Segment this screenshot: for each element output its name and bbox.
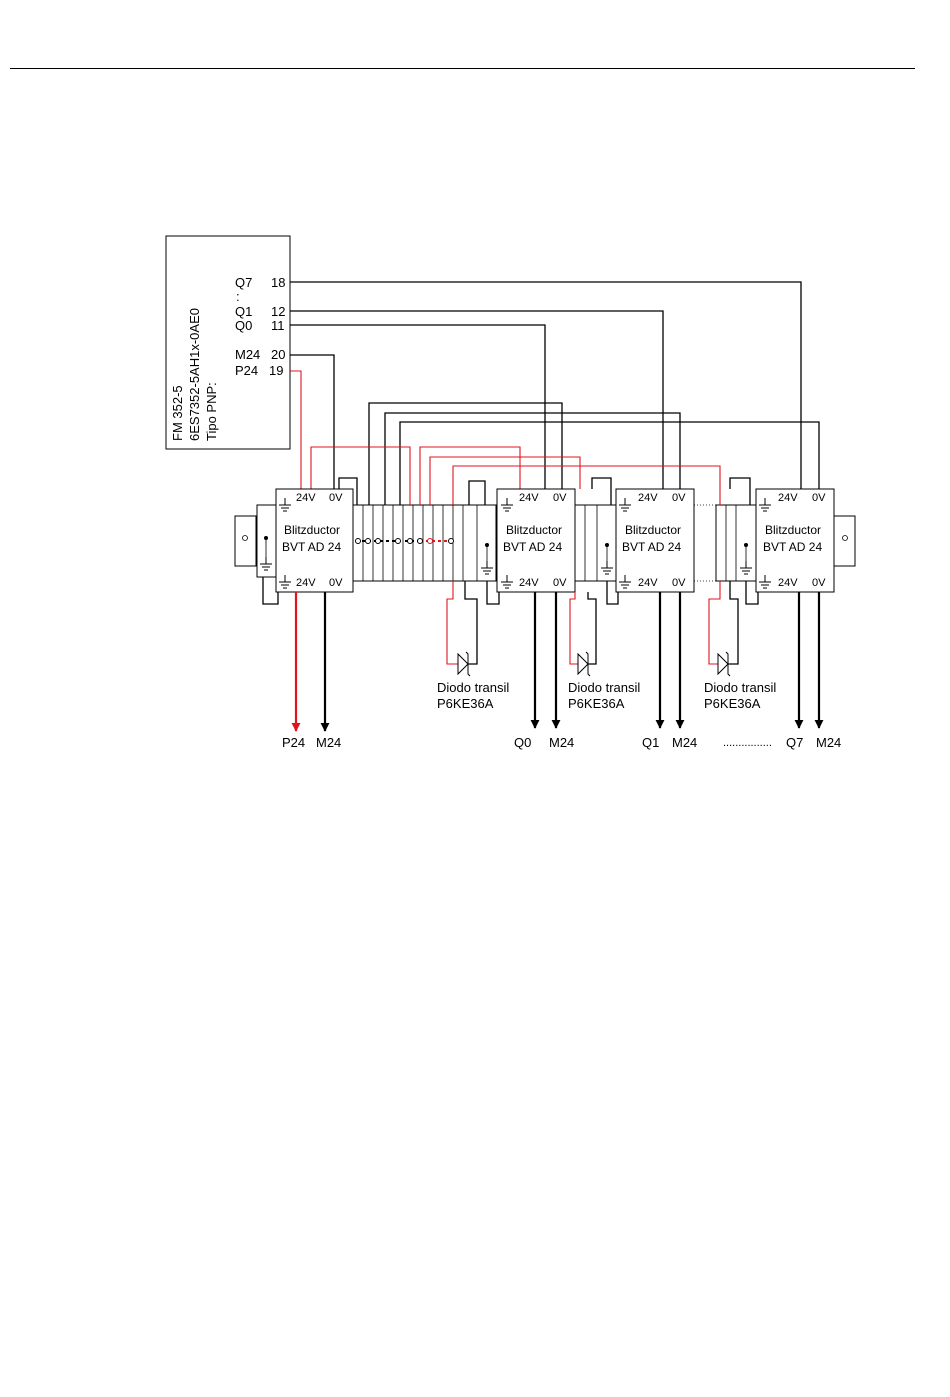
ellipsis: ................ [723,737,772,749]
pin-p24-name: P24 [235,363,258,378]
earth-terminal-left [256,504,277,578]
terminal-24v-bottom: 24V [519,577,539,589]
unit-type: BVT AD 24 [503,540,562,554]
module-order-number: 6ES7352-5AH1x-0AE0 [187,308,202,441]
din-rail [234,504,856,582]
diode-part: P6KE36A [568,696,625,711]
screw-icon [242,535,248,541]
blitzductor-unit-4: 24V 0V Blitzductor BVT AD 24 24V 0V [755,488,835,593]
output-labels: P24 M24 Q0 M24 Q1 M24 ................ Q… [282,735,841,750]
unit-type: BVT AD 24 [622,540,681,554]
terminal-24v-bottom: 24V [638,577,658,589]
diode-label: Diodo transil [568,680,640,695]
screw-icon [842,535,848,541]
label-m24: M24 [672,735,697,750]
terminal-0v-bottom: 0V [329,577,343,589]
module-type: Tipo PNP: [204,382,219,441]
blitzductor-unit-3: 24V 0V Blitzductor BVT AD 24 24V 0V [615,488,695,593]
transil-diode-1: Diodo transil P6KE36A [437,581,509,711]
terminal-0v-top: 0V [672,492,686,504]
unit-name: Blitzductor [765,523,821,537]
pin-q0-name: Q0 [235,318,252,333]
terminal-0v-bottom: 0V [553,577,567,589]
terminal-0v-bottom: 0V [812,577,826,589]
diode-icon [577,652,589,676]
diode-part: P6KE36A [437,696,494,711]
terminal-0v-top: 0V [553,492,567,504]
terminal-24v-bottom: 24V [296,577,316,589]
fm352-module: FM 352-5 6ES7352-5AH1x-0AE0 Tipo PNP: Q7… [165,235,291,450]
terminal-24v-top: 24V [296,492,316,504]
label-p24: P24 [282,735,305,750]
label-m24: M24 [816,735,841,750]
end-clamp-right [833,515,856,567]
terminal-strip-1 [352,504,497,582]
pin-q0-number: 11 [271,318,285,333]
pin-q1-name: Q1 [235,304,252,319]
signal-wires [290,281,820,505]
diode-icon [457,652,469,676]
diode-icon [717,652,729,676]
unit-name: Blitzductor [625,523,681,537]
header-rule [10,68,915,69]
pin-m24-number: 20 [271,347,285,362]
pin-m24-name: M24 [235,347,260,362]
terminal-0v-top: 0V [812,492,826,504]
pin-q7-number: 18 [271,275,285,290]
blitzductor-unit-2: 24V 0V Blitzductor BVT AD 24 24V 0V [496,488,576,593]
terminal-strip-2 [574,504,617,582]
diode-label: Diodo transil [437,680,509,695]
pin-q1-number: 12 [271,304,285,319]
terminal-0v-bottom: 0V [672,577,686,589]
unit-type: BVT AD 24 [282,540,341,554]
terminal-24v-top: 24V [638,492,658,504]
end-clamp-left [234,515,257,567]
output-arrows [291,592,824,732]
blitzductor-unit-1: 24V 0V Blitzductor BVT AD 24 24V 0V [275,488,354,593]
label-m24: M24 [316,735,341,750]
transil-diode-2: Diodo transil P6KE36A [568,592,640,711]
terminal-24v-top: 24V [778,492,798,504]
pin-q7-name: Q7 [235,275,252,290]
power-wires [290,370,721,505]
diode-part: P6KE36A [704,696,761,711]
module-box [165,235,291,450]
pin-dots: : [236,289,240,304]
label-m24: M24 [549,735,574,750]
terminal-24v-bottom: 24V [778,577,798,589]
label-q7: Q7 [786,735,803,750]
module-name: FM 352-5 [170,385,185,441]
transil-diode-3: Diodo transil P6KE36A [704,581,776,711]
diode-label: Diodo transil [704,680,776,695]
unit-name: Blitzductor [284,523,340,537]
terminal-0v-top: 0V [329,492,343,504]
terminal-24v-top: 24V [519,492,539,504]
label-q0: Q0 [514,735,531,750]
unit-type: BVT AD 24 [763,540,822,554]
unit-name: Blitzductor [506,523,562,537]
pin-p24-number: 19 [269,363,283,378]
label-q1: Q1 [642,735,659,750]
